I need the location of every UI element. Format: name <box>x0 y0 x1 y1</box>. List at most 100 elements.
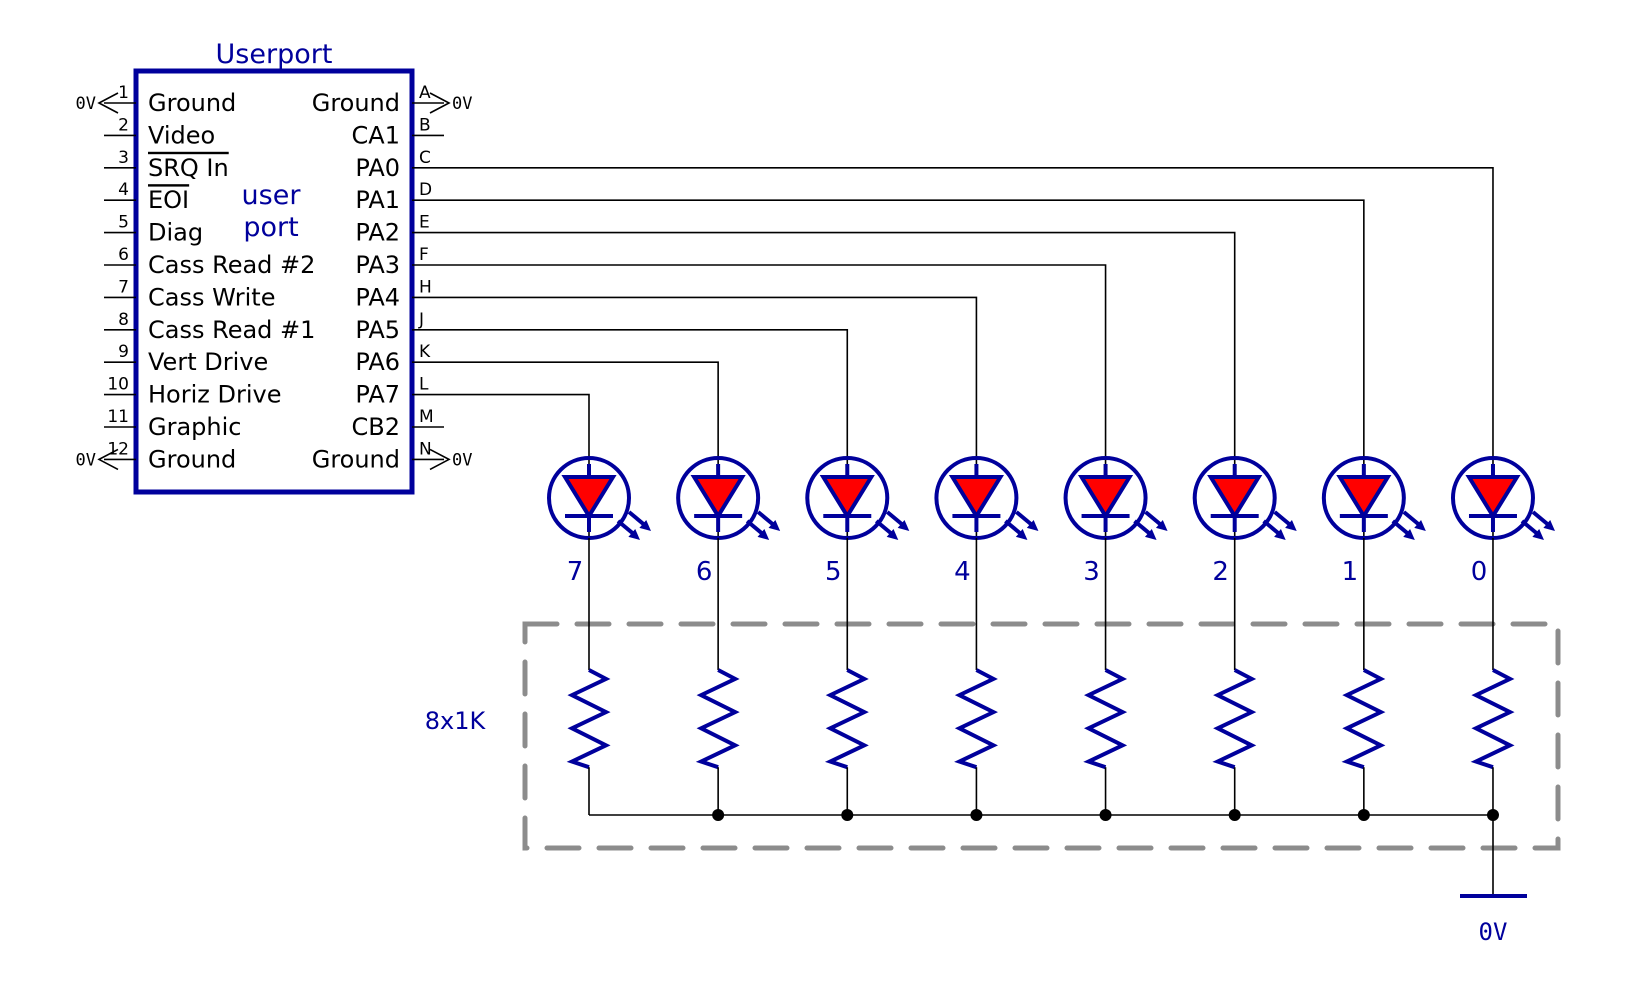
light-emission-arrow-icon <box>1402 510 1426 531</box>
pin-number: 5 <box>118 213 129 233</box>
left-pin-6: 6 Cass Read #2 <box>104 245 315 279</box>
led-4: 4 <box>934 456 1039 587</box>
led-label: 1 <box>1342 557 1359 587</box>
chip-center-label-user: user <box>242 180 302 211</box>
pin-number: 9 <box>118 342 129 362</box>
chip-title: Userport <box>216 39 333 70</box>
led-6: 6 <box>676 456 781 587</box>
light-emission-arrow-icon <box>885 510 910 531</box>
pin-name: PA1 <box>355 186 400 214</box>
pin-name: CB2 <box>352 413 401 441</box>
right-pin-M: CB2 M <box>352 407 444 441</box>
pin-letter: B <box>419 115 431 135</box>
pin-name: PA2 <box>355 219 400 247</box>
resistor-3 <box>1083 538 1128 821</box>
led-1: 1 <box>1321 456 1426 587</box>
resistor-zigzag-icon <box>824 668 869 770</box>
chip-center-label-port: port <box>243 212 298 243</box>
led-7: 7 <box>547 456 651 587</box>
pin-number: 3 <box>118 148 129 168</box>
pin-name: SRQ In <box>148 154 229 182</box>
led-2: 2 <box>1192 456 1297 587</box>
pin-number: 4 <box>118 180 129 200</box>
pin-name: EOI <box>148 186 189 214</box>
light-emission-arrow-icon <box>874 519 899 540</box>
pin-number: 1 <box>118 83 129 103</box>
pin-name: PA0 <box>355 154 400 182</box>
net-label: 0V <box>76 450 96 470</box>
light-emission-arrow-icon <box>1520 519 1544 540</box>
left-pin-3: 3 SRQ In <box>104 148 229 182</box>
diode-triangle-icon <box>1465 475 1521 520</box>
resistor-zigzag-icon <box>1341 668 1386 770</box>
net-arrow-icon <box>429 92 451 114</box>
led-label: 4 <box>954 557 971 587</box>
pin-name: PA4 <box>355 283 400 311</box>
pin-name: Cass Read #2 <box>148 251 315 279</box>
pin-name: Vert Drive <box>148 348 268 376</box>
led-0: 0 <box>1450 456 1555 587</box>
pin-name: PA7 <box>355 381 400 409</box>
light-emission-arrow-icon <box>1391 519 1415 540</box>
light-emission-arrow-icon <box>1531 510 1555 531</box>
resistor-array <box>566 538 1515 821</box>
left-pin-4: 4 EOI <box>104 180 189 214</box>
light-emission-arrow-icon <box>1144 510 1168 531</box>
left-pin-9: 9 Vert Drive <box>104 342 268 376</box>
pin-name: Ground <box>312 89 400 117</box>
pin-name: Diag <box>148 219 203 247</box>
resistor-5 <box>824 538 869 821</box>
pin-name: PA3 <box>355 251 400 279</box>
resistor-2 <box>1212 538 1257 821</box>
diode-triangle-icon <box>948 475 1004 520</box>
net-arrow-icon <box>97 448 119 471</box>
signal-wire-PA2 <box>412 231 1236 458</box>
pin-letter: M <box>419 407 434 427</box>
resistor-network-label: 8x1K <box>425 707 487 735</box>
pin-number: 7 <box>118 277 129 297</box>
resistor-6 <box>695 538 740 821</box>
left-pin-5: 5 Diag <box>104 213 203 247</box>
pin-letter: L <box>419 375 429 395</box>
net-label: 0V <box>452 94 472 114</box>
pin-letter: K <box>419 342 431 362</box>
light-emission-arrow-icon <box>1133 519 1157 540</box>
pin-number: 6 <box>118 245 129 265</box>
resistor-zigzag-icon <box>1470 668 1515 770</box>
pin-name: Ground <box>148 445 236 473</box>
pin-name: Ground <box>148 89 236 117</box>
pin-name: Ground <box>312 445 400 473</box>
pin-letter: C <box>419 148 431 168</box>
diode-triangle-icon <box>819 475 875 520</box>
pin-name: Graphic <box>148 413 241 441</box>
userport-chip-body <box>133 68 415 495</box>
led-label: 5 <box>825 557 842 587</box>
right-pin-E: PA2 E <box>355 213 1236 458</box>
net-arrow-icon <box>97 92 119 114</box>
led-label: 2 <box>1212 557 1229 587</box>
pin-letter: E <box>419 213 430 233</box>
diode-triangle-icon <box>1077 475 1134 520</box>
led-label: 6 <box>696 557 713 587</box>
ground-label: 0V <box>1479 918 1508 946</box>
pin-name: PA5 <box>355 316 400 344</box>
light-emission-arrow-icon <box>1015 510 1039 531</box>
light-emission-arrow-icon <box>616 519 640 540</box>
light-emission-arrow-icon <box>627 510 651 531</box>
led-3: 3 <box>1063 456 1168 587</box>
signal-wire-PA5 <box>412 328 849 458</box>
pin-name: Horiz Drive <box>148 381 281 409</box>
resistor-zigzag-icon <box>954 668 998 770</box>
light-emission-arrow-icon <box>745 519 770 540</box>
signal-wire-PA3 <box>412 264 1107 458</box>
net-arrow-icon <box>429 448 451 471</box>
light-emission-arrow-icon <box>1262 519 1286 540</box>
